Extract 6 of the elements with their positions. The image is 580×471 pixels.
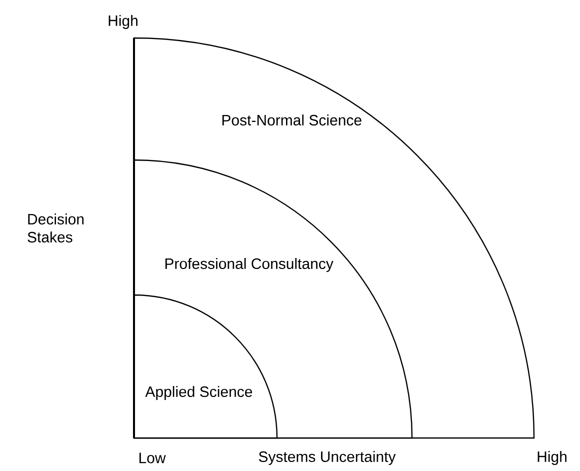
axis-label: Low [139,452,166,464]
axis-label: Decision Stakes [28,214,84,242]
axis-label: High [538,451,566,465]
axis-label: Systems Uncertainty [258,451,396,465]
axis-label: High [108,15,138,29]
quarter-circle-region: Applied Science [133,294,278,439]
